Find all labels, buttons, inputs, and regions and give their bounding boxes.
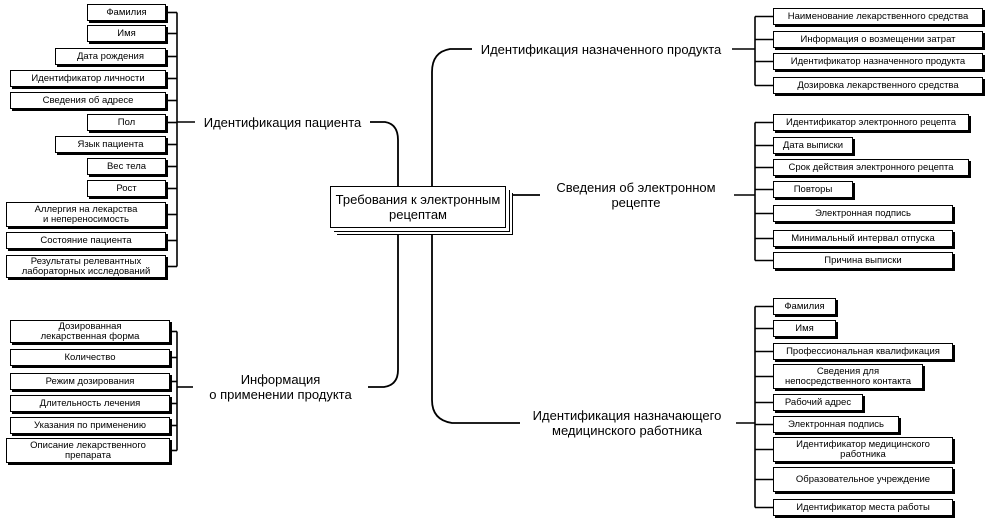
- item-patient-4: Идентификатор личности: [10, 70, 166, 87]
- link-center-usage: [368, 233, 399, 388]
- item-prescriber-8: Образовательное учреждение: [773, 467, 953, 492]
- item-prescriber-6: Электронная подпись: [773, 416, 899, 433]
- item-prescription-3: Срок действия электронного рецепта: [773, 159, 969, 176]
- item-prescription-2: Дата выписки: [773, 137, 853, 154]
- group-product-title: Идентификация назначенного продукта: [472, 40, 730, 58]
- item-patient-12: Результаты релевантных лабораторных иссл…: [6, 255, 166, 278]
- link-center-product: [431, 48, 472, 186]
- group-prescriber-title: Идентификация назначающего медицинского …: [520, 404, 734, 442]
- item-prescriber-4: Сведения для непосредственного контакта: [773, 364, 923, 389]
- item-product-1: Наименование лекарственного средства: [773, 8, 983, 25]
- item-prescription-6: Минимальный интервал отпуска: [773, 230, 953, 247]
- item-prescriber-5: Рабочий адрес: [773, 394, 863, 411]
- item-patient-8: Вес тела: [87, 158, 166, 175]
- group-usage-title: Информация о применении продукта: [193, 368, 368, 406]
- item-usage-6: Описание лекарственного препарата: [6, 438, 170, 463]
- item-patient-2: Имя: [87, 25, 166, 42]
- item-usage-3: Режим дозирования: [10, 373, 170, 390]
- group-prescription-title: Сведения об электронном рецепте: [540, 176, 732, 214]
- item-patient-5: Сведения об адресе: [10, 92, 166, 109]
- item-usage-5: Указания по применению: [10, 417, 170, 434]
- item-patient-7: Язык пациента: [55, 136, 166, 153]
- item-product-2: Информация о возмещении затрат: [773, 31, 983, 48]
- item-patient-10: Аллергия на лекарства и непереносимость: [6, 202, 166, 227]
- item-prescriber-9: Идентификатор места работы: [773, 499, 953, 516]
- item-patient-6: Пол: [87, 114, 166, 131]
- item-prescriber-1: Фамилия: [773, 298, 836, 315]
- item-usage-1: Дозированная лекарственная форма: [10, 320, 170, 343]
- item-patient-11: Состояние пациента: [6, 232, 166, 249]
- item-usage-2: Количество: [10, 349, 170, 366]
- link-center-patient: [370, 121, 399, 186]
- item-prescriber-7: Идентификатор медицинского работника: [773, 437, 953, 462]
- link-center-prescriber: [431, 233, 520, 424]
- item-prescription-1: Идентификатор электронного рецепта: [773, 114, 969, 131]
- central-topic: Требования к электронным рецептам: [330, 186, 506, 228]
- item-patient-3: Дата рождения: [55, 48, 166, 65]
- item-usage-4: Длительность лечения: [10, 395, 170, 412]
- item-product-4: Дозировка лекарственного средства: [773, 77, 983, 94]
- item-product-3: Идентификатор назначенного продукта: [773, 53, 983, 70]
- item-patient-9: Рост: [87, 180, 166, 197]
- item-prescription-4: Повторы: [773, 181, 853, 198]
- item-prescriber-3: Профессиональная квалификация: [773, 343, 953, 360]
- item-patient-1: Фамилия: [87, 4, 166, 21]
- group-patient-title: Идентификация пациента: [195, 113, 370, 131]
- item-prescription-5: Электронная подпись: [773, 205, 953, 222]
- item-prescriber-2: Имя: [773, 320, 836, 337]
- item-prescription-7: Причина выписки: [773, 252, 953, 269]
